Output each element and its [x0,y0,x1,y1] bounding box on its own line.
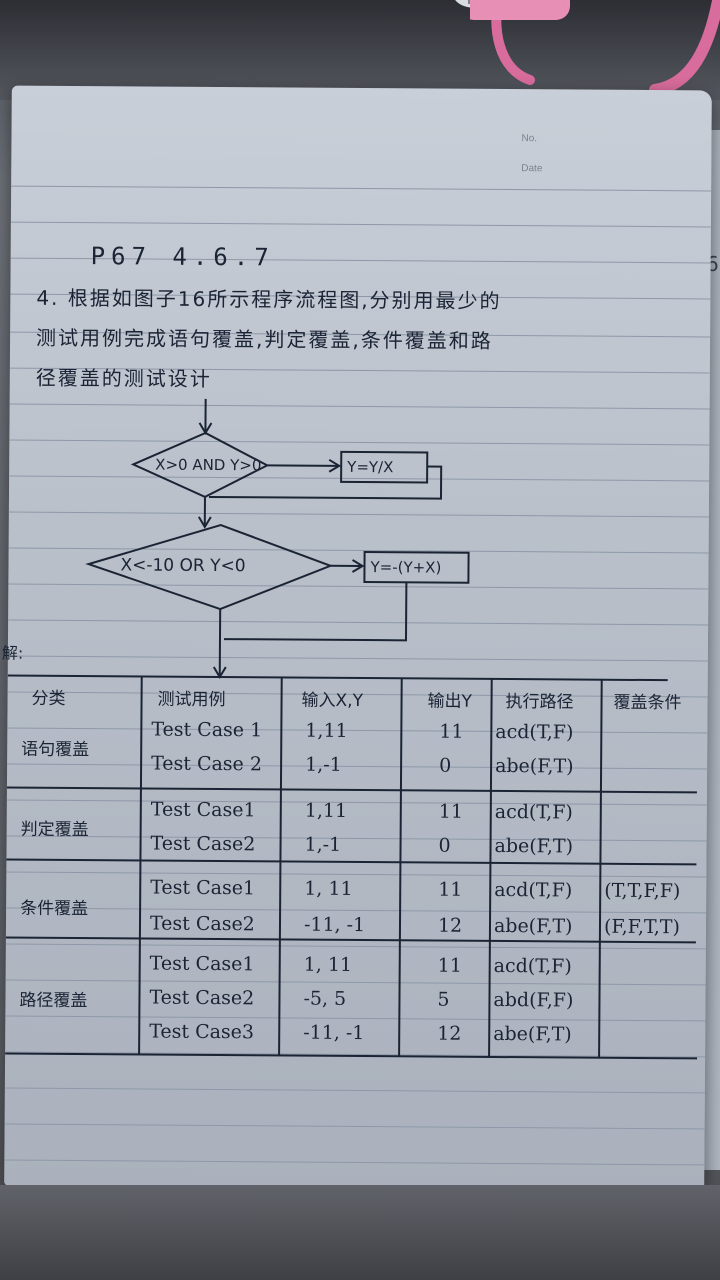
header-test-case: 测试用例 [157,689,226,711]
input-cell: 1,11 [304,799,348,822]
test-table-grid [5,674,698,1060]
input-cell: 1,-1 [304,833,342,856]
action-2-label: Y=-(Y+X) [369,558,441,577]
output-cell: 11 [438,800,464,823]
test-case-cell: Test Case1 [150,876,256,900]
action-2-box [363,551,470,584]
output-cell: 0 [439,754,452,777]
output-cell: 5 [437,988,450,1011]
input-cell: -11, -1 [303,1021,365,1045]
output-cell: 12 [437,1022,462,1045]
test-case-cell: Test Case2 [149,912,255,936]
decision-1-label: X>0 AND Y>0 [155,456,261,475]
header-path: 执行路径 [505,692,574,713]
test-case-cell: Test Case1 [149,952,255,976]
output-cell: 12 [437,914,463,937]
path-cell: acd(T,F) [494,800,573,824]
input-cell: 1, 11 [304,877,353,900]
condition-cell: (T,T,F,F) [604,879,681,903]
output-cell: 11 [439,720,464,743]
header-condition: 覆盖条件 [613,692,682,714]
condition-cell: (F,F,T,T) [603,915,681,939]
output-cell: 11 [437,954,462,977]
output-cell: 11 [438,878,463,901]
header-input: 输入X,Y [301,690,364,712]
input-cell: 1,11 [305,719,348,742]
background-bottom [0,1185,720,1280]
output-cell: 0 [438,834,451,857]
header-output: 输出Y [427,691,473,712]
path-cell: abe(F,T) [493,914,573,938]
category-label: 语句覆盖 [21,739,90,761]
header-category: 分类 [31,688,66,709]
path-cell: acd(T,F) [493,954,572,978]
path-cell: abd(F,F) [493,988,574,1012]
action-1-label: Y=Y/X [346,458,393,476]
path-cell: abe(F,T) [495,754,574,778]
input-cell: -5, 5 [303,987,347,1010]
flowchart: X>0 AND Y>0 Y=Y/X X<-10 OR Y<0 Y=-(Y+X) [85,398,470,679]
test-case-cell: Test Case 2 [151,752,263,776]
input-cell: -11, -1 [303,913,366,937]
test-case-cell: Test Case 1 [151,718,263,742]
path-cell: abe(F,T) [494,834,574,858]
category-label: 路径覆盖 [19,990,88,1012]
path-cell: acd(T,F) [494,878,573,902]
test-case-cell: Test Case2 [149,986,255,1010]
test-case-cell: Test Case2 [150,832,256,856]
path-cell: abe(F,T) [493,1022,572,1046]
input-cell: 1, 11 [303,953,353,976]
path-cell: acd(T,F) [495,720,574,744]
notebook-page: No. Date P67 4.6.7 4. 根据如图子16所示程序流程图,分别用… [2,85,712,1191]
test-case-cell: Test Case3 [149,1020,255,1044]
input-cell: 1,-1 [305,753,342,776]
pink-strap-icon [470,0,720,96]
category-label: 条件覆盖 [20,898,89,920]
category-label: 判定覆盖 [20,819,89,841]
background-top [0,0,720,100]
decision-2-label: X<-10 OR Y<0 [120,555,245,576]
test-case-cell: Test Case1 [150,798,256,822]
